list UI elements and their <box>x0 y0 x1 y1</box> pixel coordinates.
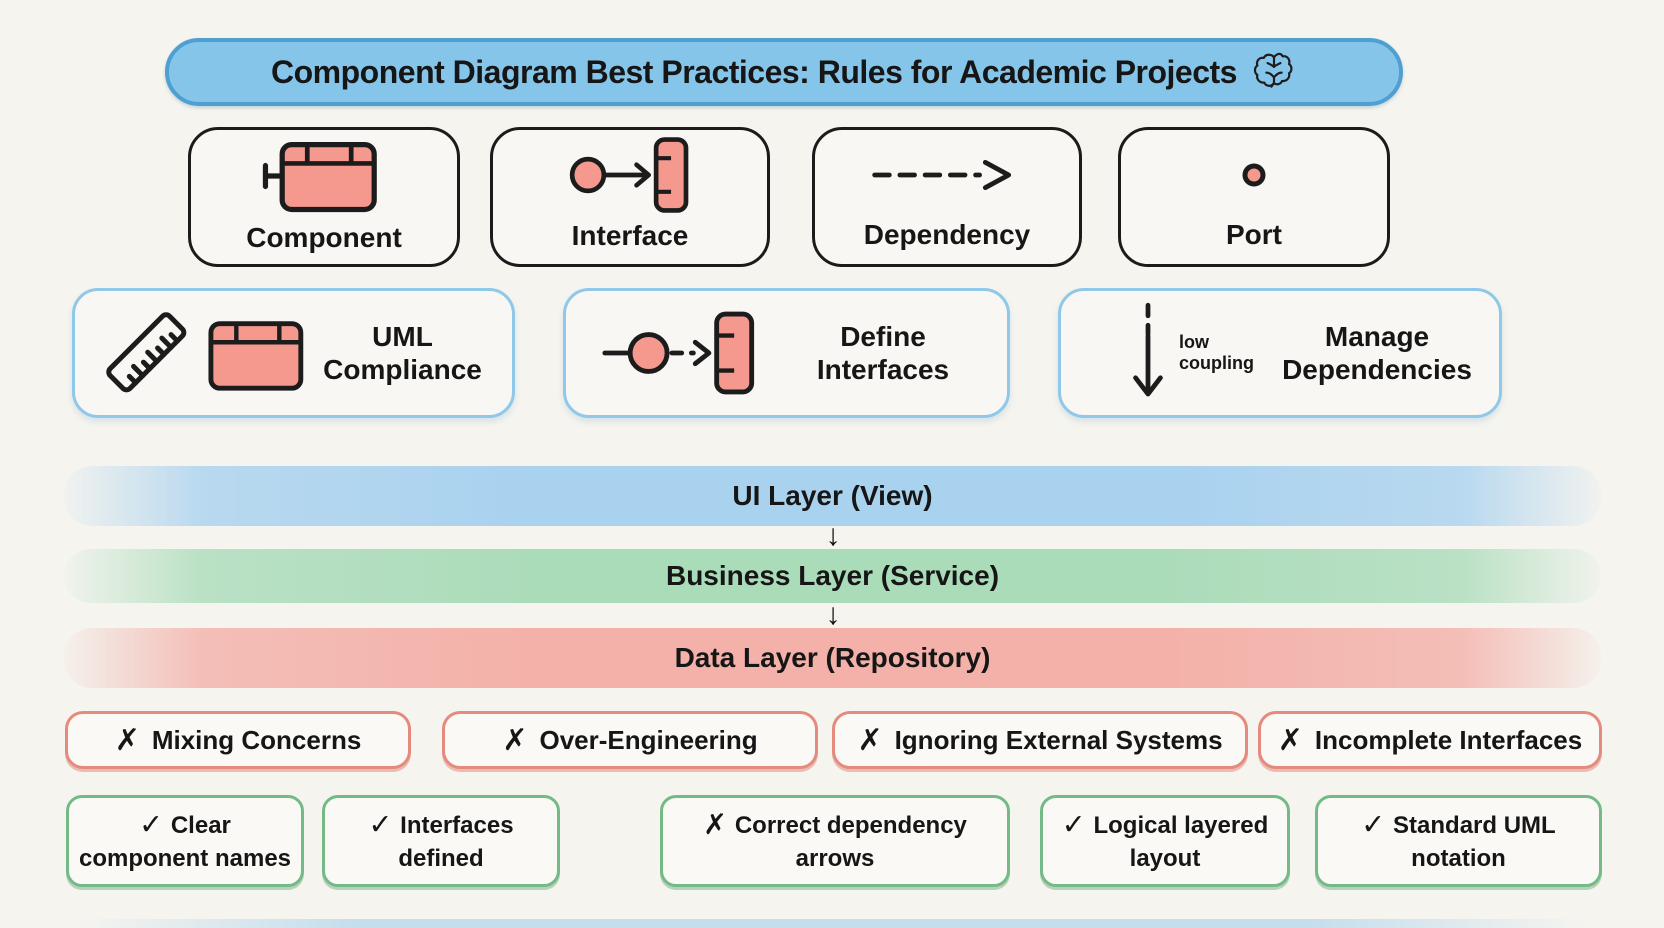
antipattern-label: Mixing Concerns <box>151 724 362 755</box>
antipattern-label: Over-Engineering <box>539 724 758 755</box>
checklist-card: ✓Clear component names <box>66 795 304 887</box>
notation-card-component: Component <box>188 127 460 267</box>
practice-card-label: Define Interfaces <box>816 320 950 385</box>
low-coupling-caption: low coupling <box>1179 332 1254 373</box>
ruler-icon <box>99 305 195 401</box>
provided-required-interface-icon <box>600 306 775 400</box>
practice-card-manage-dependencies: low coupling Manage Dependencies <box>1058 288 1502 418</box>
checklist-label: ✓Standard UML notation <box>1326 808 1591 873</box>
page-title: Component Diagram Best Practices: Rules … <box>271 53 1237 90</box>
component-icon <box>191 130 457 222</box>
down-arrow-icon <box>1127 299 1169 407</box>
checklist-text: Correct dependency arrows <box>734 812 967 872</box>
check-mark-icon: ✓ <box>368 809 393 842</box>
practice-card-label: Manage Dependencies <box>1282 320 1472 385</box>
antipattern-label: Incomplete Interfaces <box>1314 724 1583 755</box>
checklist-label: ✗Correct dependency arrows <box>671 808 999 873</box>
dashed-arrow-icon <box>815 130 1079 219</box>
bottom-accent-strip <box>80 919 1584 928</box>
interface-lollipop-socket-icon <box>493 130 767 220</box>
notation-card-label: Port <box>1226 219 1282 250</box>
layer-label: Data Layer (Repository) <box>674 642 991 673</box>
check-mark-icon: ✓ <box>1361 809 1386 842</box>
checklist-text: Interfaces defined <box>398 812 514 872</box>
check-mark-icon: ✓ <box>139 809 163 842</box>
antipattern-card: ✗ Ignoring External Systems <box>832 711 1248 769</box>
antipattern-label: Ignoring External Systems <box>894 724 1223 755</box>
antipattern-card: ✗ Over-Engineering <box>442 711 818 769</box>
layer-band-ui: UI Layer (View) <box>64 466 1601 526</box>
x-mark-icon: ✗ <box>857 723 883 757</box>
check-mark-icon: ✓ <box>1061 809 1086 842</box>
x-mark-icon: ✗ <box>703 809 727 842</box>
component-icon <box>191 310 309 396</box>
layer-flow-arrow-icon: ↓ <box>825 598 841 631</box>
x-mark-icon: ✗ <box>502 723 528 757</box>
brain-icon <box>1251 51 1297 93</box>
checklist-card: ✓Logical layered layout <box>1040 795 1290 887</box>
checklist-label: ✓Clear component names <box>77 808 293 873</box>
practice-card-define-interfaces: Define Interfaces <box>563 288 1010 418</box>
layer-label: UI Layer (View) <box>732 480 933 511</box>
port-dot-icon <box>1121 130 1387 219</box>
layer-band-data: Data Layer (Repository) <box>64 628 1601 688</box>
practice-card-uml-compliance: UML Compliance <box>72 288 515 418</box>
antipattern-card: ✗ Mixing Concerns <box>65 711 411 769</box>
layer-label: Business Layer (Service) <box>665 560 1000 591</box>
checklist-card: ✓Standard UML notation <box>1315 795 1602 887</box>
antipattern-card: ✗ Incomplete Interfaces <box>1258 711 1602 769</box>
notation-card-label: Component <box>246 222 402 253</box>
checklist-card: ✓Interfaces defined <box>322 795 560 887</box>
notation-card-label: Dependency <box>863 219 1031 250</box>
title-banner: Component Diagram Best Practices: Rules … <box>165 38 1403 106</box>
x-mark-icon: ✗ <box>114 723 140 757</box>
checklist-label: ✓Interfaces defined <box>333 808 549 873</box>
layer-flow-arrow-icon: ↓ <box>825 519 841 552</box>
checklist-text: Logical layered layout <box>1093 812 1269 872</box>
notation-card-dependency: Dependency <box>812 127 1082 267</box>
layer-band-business: Business Layer (Service) <box>64 549 1601 603</box>
checklist-text: Standard UML notation <box>1393 812 1556 872</box>
notation-card-port: Port <box>1118 127 1390 267</box>
checklist-label: ✓Logical layered layout <box>1051 808 1279 873</box>
checklist-text: Clear component names <box>78 812 292 872</box>
notation-card-label: Interface <box>571 220 689 251</box>
x-mark-icon: ✗ <box>1277 723 1303 757</box>
practice-card-label: UML Compliance <box>323 320 482 385</box>
checklist-card: ✗Correct dependency arrows <box>660 795 1010 887</box>
notation-card-interface: Interface <box>490 127 770 267</box>
